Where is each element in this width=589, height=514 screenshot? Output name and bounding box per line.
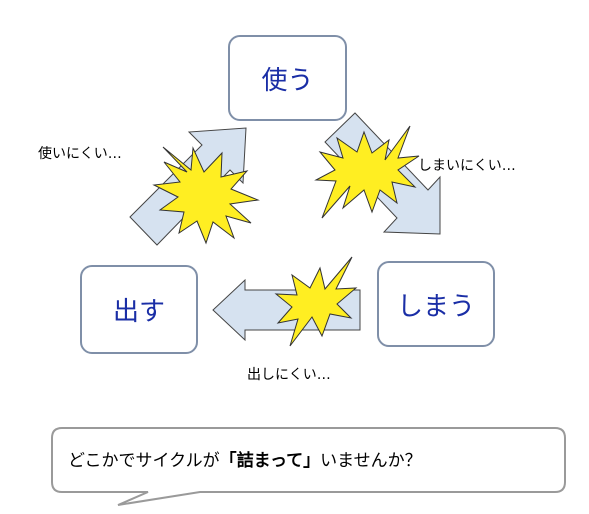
node-store: しまう [377, 261, 495, 347]
speech-bubble [51, 427, 566, 506]
node-store-label: しまう [396, 291, 475, 322]
burst-icon-bottom [274, 256, 358, 347]
label-hard-to-use: 使いにくい… [38, 146, 122, 162]
node-take-out: 出す [80, 265, 198, 354]
node-take-out-label: 出す [112, 297, 165, 327]
node-use-label: 使う [261, 65, 314, 96]
bubble-text: どこかでサイクルが「詰まって」いませんか？ [68, 446, 422, 471]
burst-icon-right [314, 125, 420, 219]
burst-icon-left [152, 146, 260, 245]
bubble-prefix: どこかでサイクルが [68, 451, 220, 471]
bubble-suffix: いませんか？ [320, 451, 422, 471]
label-hard-to-take-out: 出しにくい… [247, 367, 331, 383]
bubble-emphasis: 「詰まって」 [219, 451, 321, 471]
node-use: 使う [228, 35, 347, 121]
label-hard-to-store: しまいにくい… [418, 158, 516, 174]
